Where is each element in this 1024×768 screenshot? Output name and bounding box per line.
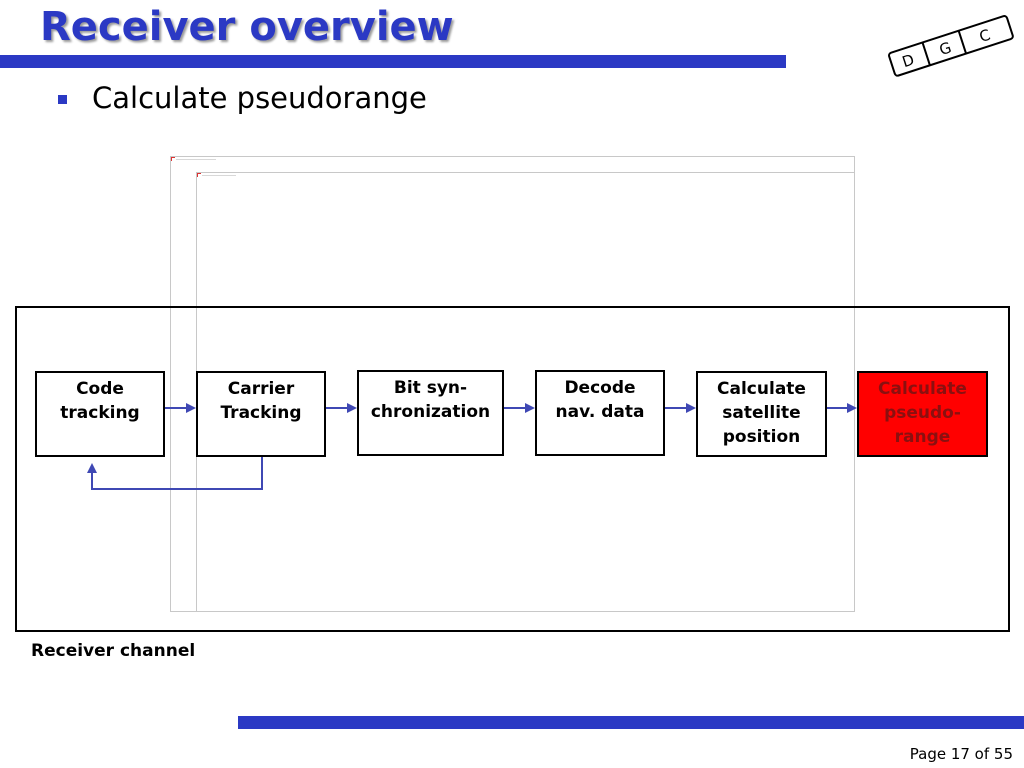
logo-letter-c: C bbox=[977, 26, 993, 46]
block-decode-nav: Decode nav. data bbox=[535, 370, 665, 456]
receiver-channel-label: Receiver channel bbox=[31, 641, 196, 661]
block-label-line: tracking bbox=[60, 403, 140, 423]
block-label-line: position bbox=[722, 427, 801, 447]
block-label-line: Tracking bbox=[220, 403, 302, 423]
block-label-line: Bit syn- bbox=[393, 378, 468, 398]
receiver-channel-box bbox=[15, 306, 1010, 632]
logo-letter-g: G bbox=[937, 38, 954, 59]
bullet-item: Calculate pseudorange bbox=[58, 80, 427, 116]
block-label-line: nav. data bbox=[555, 402, 645, 422]
block-label-line: range bbox=[894, 427, 951, 447]
block-label-line: pseudo- bbox=[884, 403, 961, 423]
page-number: Page 17 of 55 bbox=[909, 745, 1013, 763]
embedded-frame-outer-marker-icon bbox=[171, 157, 175, 161]
block-code-tracking: Code tracking bbox=[35, 371, 165, 457]
embedded-frame-inner-caption bbox=[202, 175, 236, 176]
dgc-logo: D G C bbox=[888, 15, 1014, 77]
block-bit-sync: Bit syn-chronization bbox=[357, 370, 504, 456]
bullet-text: Calculate pseudorange bbox=[92, 81, 427, 115]
block-label-line: satellite bbox=[722, 403, 801, 423]
block-calc-sat-pos: Calculate satellite position bbox=[696, 371, 827, 457]
logo-letter-d: D bbox=[900, 50, 917, 71]
block-label-line: Code bbox=[76, 379, 124, 399]
footer-bar bbox=[238, 716, 1024, 729]
block-label-line: Calculate bbox=[717, 379, 806, 399]
embedded-frame-inner-marker-icon bbox=[197, 173, 201, 177]
embedded-frame-outer-caption bbox=[176, 159, 216, 160]
block-label-line: Carrier bbox=[227, 379, 295, 399]
block-label-line: Decode bbox=[564, 378, 636, 398]
title-underline-bar bbox=[0, 55, 786, 68]
block-label-line: chronization bbox=[370, 402, 491, 422]
bullet-marker-icon bbox=[58, 94, 67, 104]
slide-title: Receiver overview bbox=[40, 4, 454, 50]
block-label-line: Calculate bbox=[878, 379, 967, 399]
block-calc-pseudorange: Calculate pseudo-range bbox=[857, 371, 988, 457]
